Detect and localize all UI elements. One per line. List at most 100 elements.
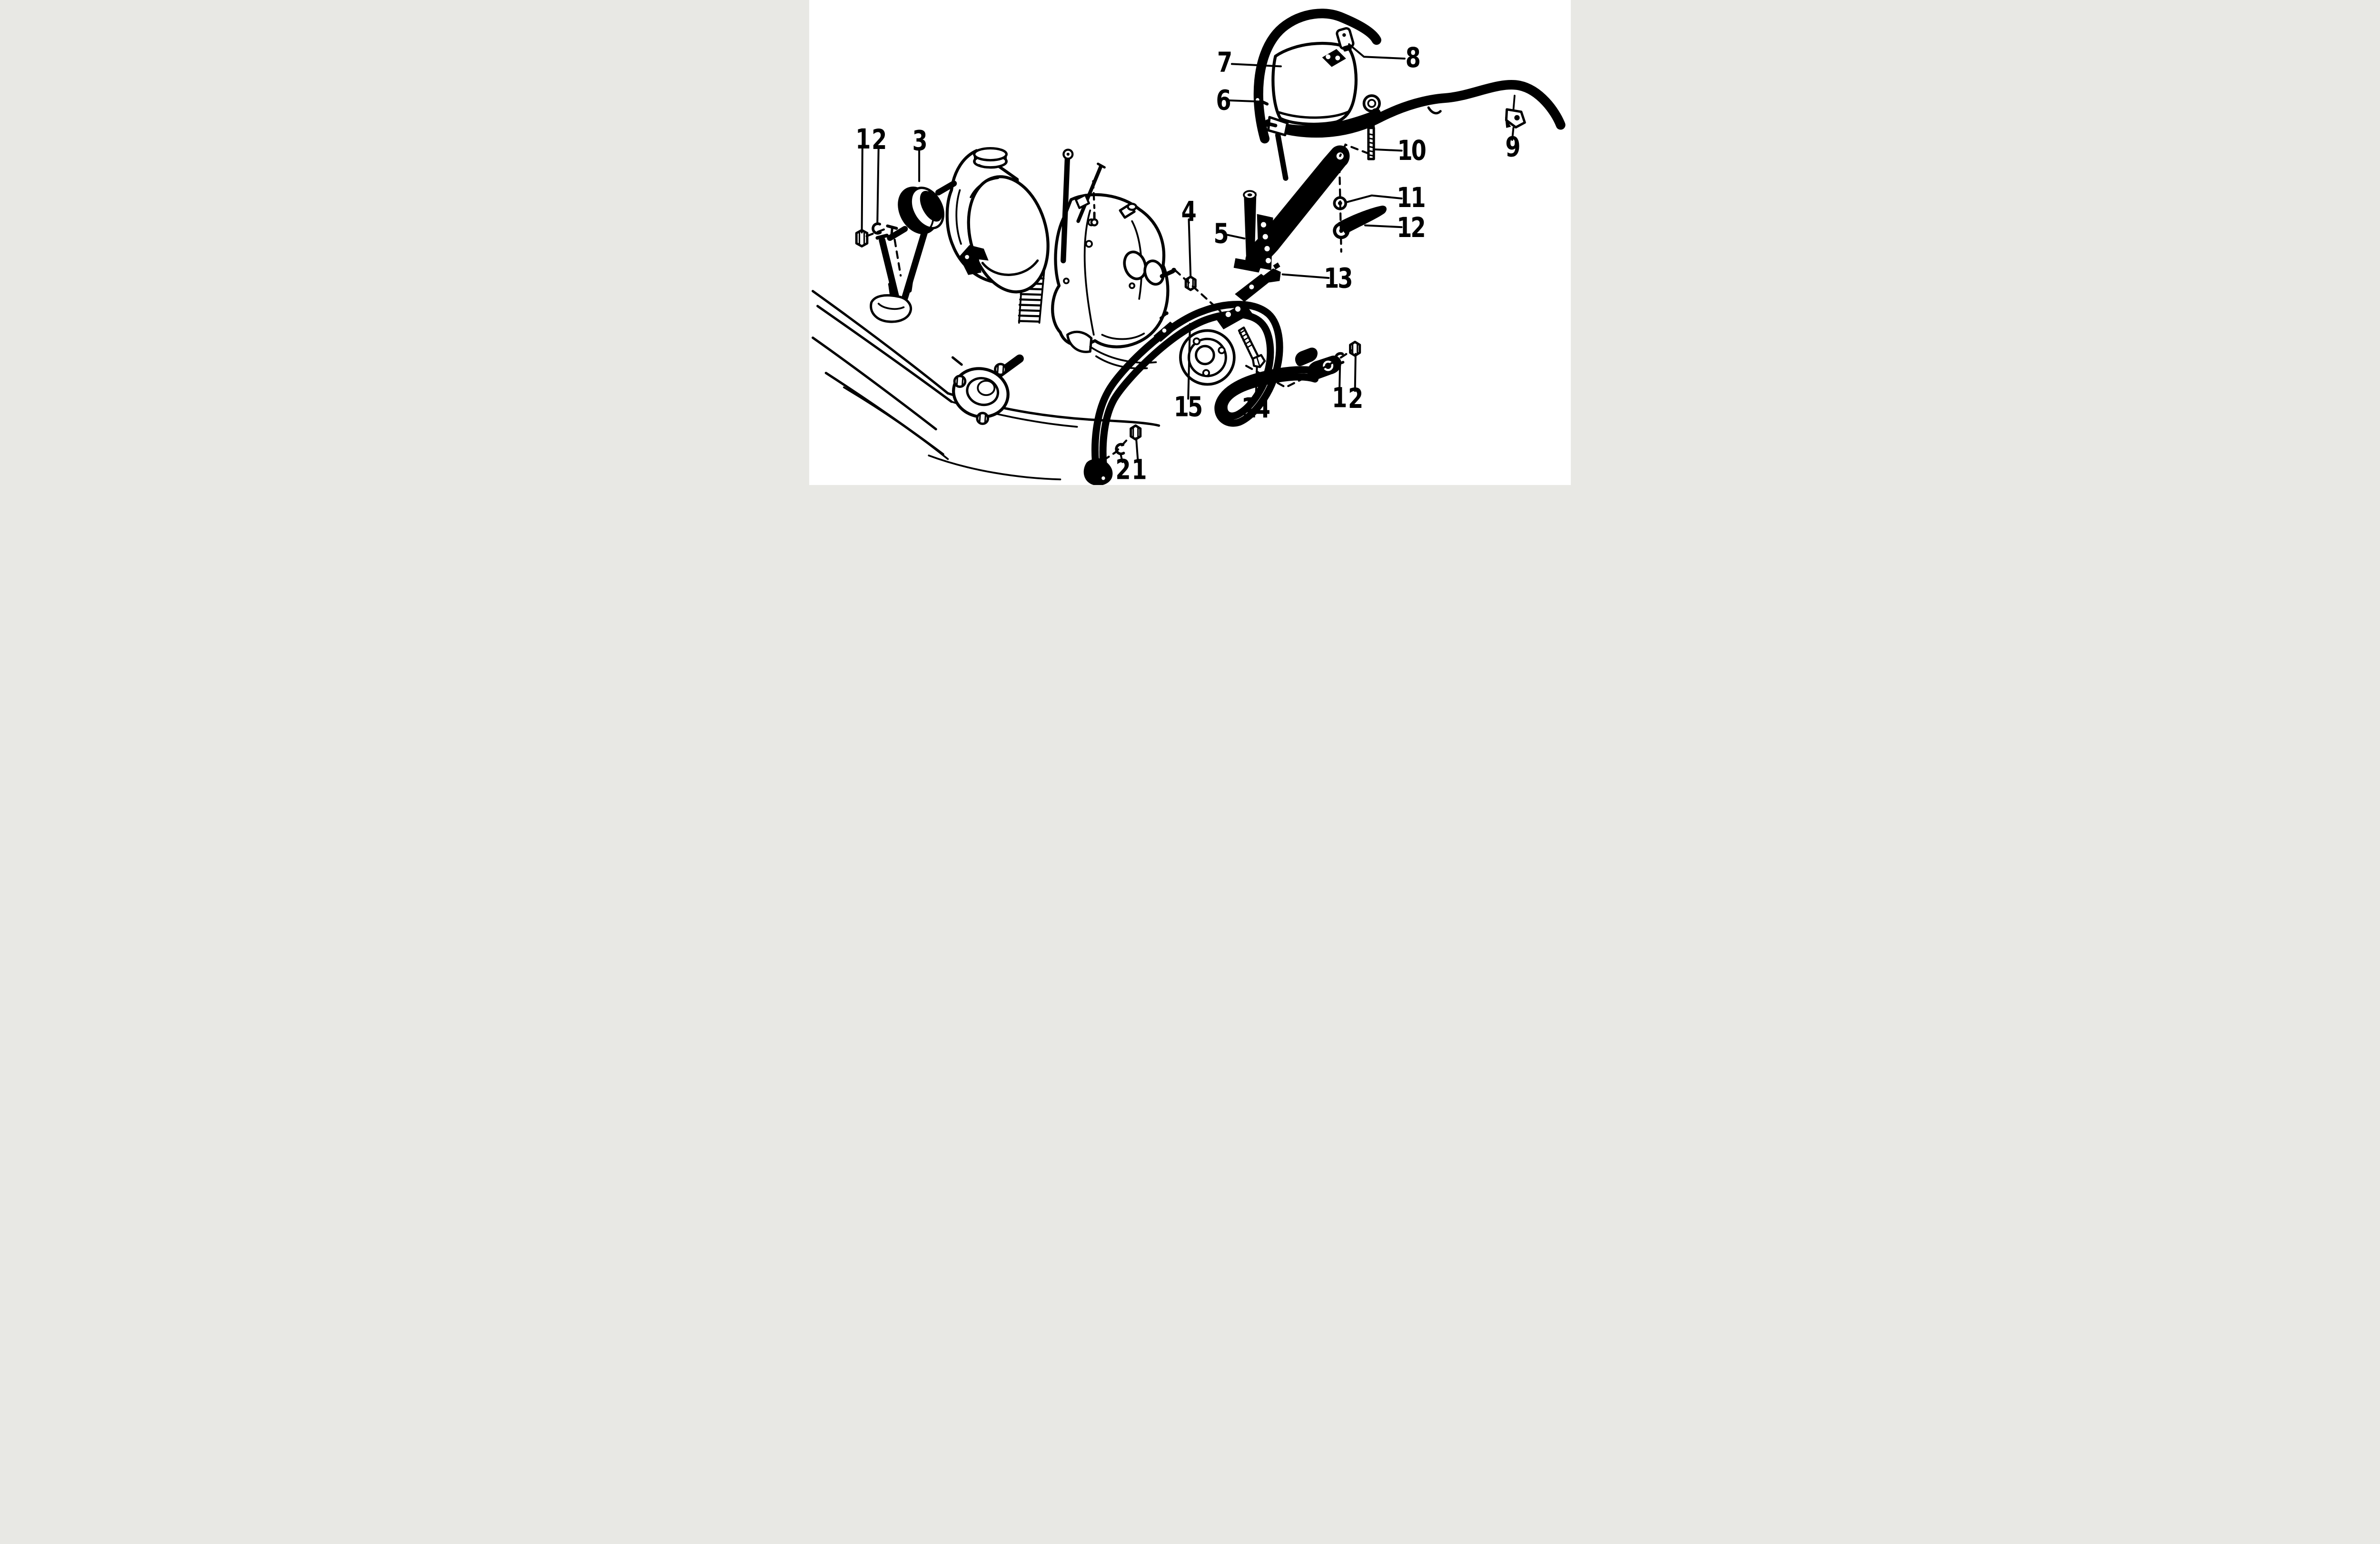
callout-6-leader: [1228, 99, 1262, 103]
callout-2-top-left: 2: [872, 124, 887, 225]
callout-2-top-left-number: 2: [872, 124, 885, 156]
callout-1-bottom: 1: [1131, 437, 1147, 485]
callout-1-top-left: 1: [855, 123, 871, 234]
mount-clip-bracket: [960, 245, 989, 275]
callout-6-number: 6: [1216, 84, 1230, 116]
dash-arm-washer-link: [1338, 164, 1342, 253]
lower-crossmember-assembly: [1083, 262, 1361, 485]
callout-8: 8: [1348, 42, 1421, 74]
flange-nut: [994, 363, 1007, 376]
dash-stud-to-arm: [1339, 143, 1370, 157]
tube-clamp-end: [1083, 458, 1113, 485]
callout-14-leader: [1255, 365, 1258, 402]
callout-11-number: 11: [1397, 182, 1424, 214]
case-top-levers: [1061, 148, 1106, 264]
bolt-14: [1238, 327, 1266, 368]
crossmember-eye-end: [1295, 347, 1318, 366]
callout-2-bottom-leader: [1120, 453, 1124, 463]
crossmember-tubes: [1091, 301, 1322, 477]
callout-5-number: 5: [1213, 218, 1227, 249]
callout-1-bottom-leader: [1135, 437, 1139, 463]
dash-nut-washer-left: [865, 227, 888, 238]
callout-10-number: 10: [1398, 135, 1426, 167]
upper-hoop-crossmember: [1253, 9, 1566, 181]
dash-mount-install: [893, 238, 902, 277]
engine-transaxle-assembly: [945, 147, 1236, 386]
callout-4-number: 4: [1181, 196, 1196, 228]
link-lever-12: [1333, 206, 1387, 239]
callout-10: 10: [1374, 135, 1427, 167]
crossmember-plate: [1216, 302, 1252, 329]
callout-4: 4: [1181, 196, 1197, 278]
support-arm-5: [1233, 145, 1350, 273]
callout-7: 7: [1217, 47, 1282, 79]
callout-14: 14: [1241, 365, 1271, 424]
engine-mount-group: [855, 180, 989, 275]
front-mount-fork-bracket: [870, 216, 932, 323]
callout-15-leader: [1187, 323, 1191, 400]
callout-13-leader: [1281, 273, 1330, 279]
callout-14-number: 14: [1241, 392, 1269, 424]
callout-1-bottom-number: 1: [1131, 454, 1145, 485]
callout-8-leader: [1348, 43, 1406, 60]
flange-nut: [976, 412, 990, 425]
stud-fitting: [886, 224, 898, 240]
callout-7-number: 7: [1217, 47, 1231, 79]
callout-2-bottom-number: 2: [1116, 454, 1130, 485]
crossmember-plate: [1235, 274, 1271, 302]
rubber-mount: [887, 180, 957, 241]
clamp-bracket-13: [1263, 262, 1281, 283]
axle-flange: [951, 354, 1024, 425]
callout-8-number: 8: [1406, 42, 1420, 74]
bracket-9: [1505, 108, 1526, 129]
callout-9-leader: [1511, 127, 1515, 141]
callout-3: 3: [912, 125, 928, 182]
stud-10: [1367, 125, 1375, 160]
callout-2-right: 2: [1348, 353, 1363, 415]
callout-3-number: 3: [912, 125, 926, 157]
crossmember-plate: [1153, 311, 1178, 342]
nut-right: [1349, 340, 1361, 357]
output-coupling: [1123, 250, 1177, 286]
dash-case-bolt: [1092, 180, 1096, 209]
hoop-tube: [1253, 9, 1381, 144]
callout-9: 9: [1505, 127, 1521, 163]
callout-5: 5: [1213, 218, 1246, 250]
callout-10-leader: [1374, 148, 1403, 152]
dash-coupling-to-frame: [1174, 269, 1222, 313]
callout-12: 12: [1364, 212, 1426, 244]
long-crossmember-tube: [1274, 80, 1566, 138]
callout-7-leader: [1230, 63, 1282, 68]
callout-12-number: 12: [1397, 212, 1424, 244]
callout-1-right-number: 1: [1332, 382, 1346, 414]
flexible-coupling-rings: [1179, 329, 1236, 386]
callout-1-right-leader: [1338, 362, 1341, 392]
assembly-dash-lines: [865, 143, 1370, 462]
callout-13: 13: [1281, 263, 1353, 295]
callout-15-number: 15: [1174, 391, 1201, 423]
callout-2-right-number: 2: [1348, 383, 1362, 415]
callout-6: 6: [1216, 84, 1262, 117]
fan-face: [967, 175, 1050, 294]
callout-11: 11: [1346, 182, 1426, 214]
callout-15: 15: [1174, 323, 1203, 423]
callout-2-bottom: 2: [1116, 453, 1131, 485]
callout-12-leader: [1364, 224, 1403, 228]
nut-bottom: [1130, 424, 1142, 441]
callout-11-leader: [1346, 194, 1403, 203]
dash-eye-to-fasteners: [1245, 349, 1353, 389]
callout-13-number: 13: [1324, 263, 1351, 295]
dash-clamp-to-fasteners: [1102, 435, 1131, 462]
callout-9-number: 9: [1505, 131, 1519, 163]
callout-5-leader: [1227, 234, 1246, 240]
callout-2-right-leader: [1354, 353, 1357, 392]
callout-1-right: 1: [1332, 362, 1347, 414]
flange-nut: [953, 375, 967, 388]
support-plate-7: [1271, 41, 1358, 126]
callout-4-leader: [1188, 218, 1192, 278]
tube-grommet: [1362, 94, 1381, 118]
callout-1-top-left-leader: [861, 147, 863, 234]
callout-2-top-left-leader: [876, 147, 880, 225]
